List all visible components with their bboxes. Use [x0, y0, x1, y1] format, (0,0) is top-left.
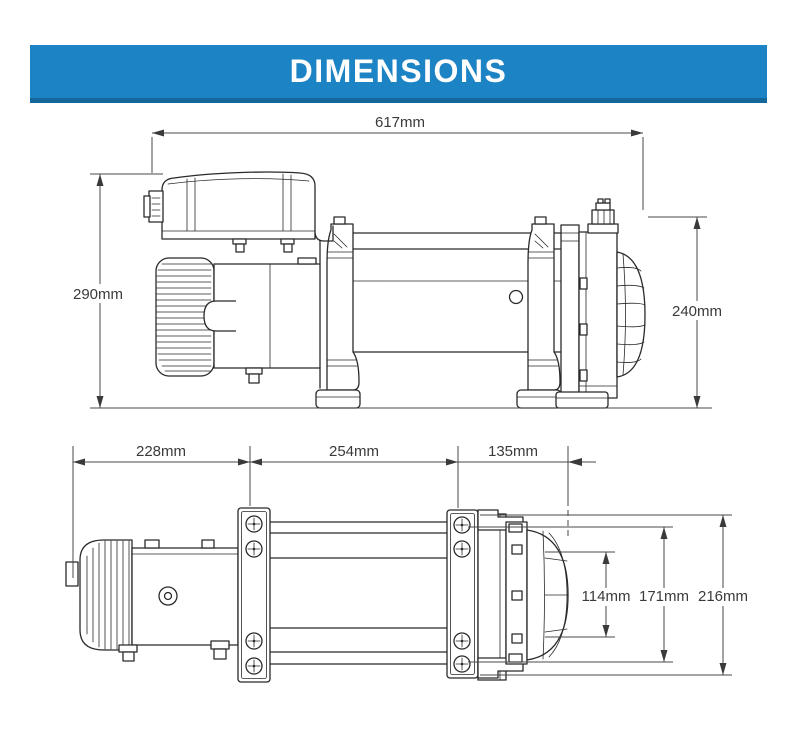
plan-view	[65, 507, 569, 683]
bolt-holes-front	[245, 515, 263, 675]
clutch-knob	[587, 198, 619, 234]
dim-overall-height-label: 290mm	[73, 286, 123, 303]
side-view-dimensions: 617mm 290mm 240mm	[72, 114, 724, 409]
dim-inner-width-label: 114mm	[582, 588, 631, 605]
dim-gearbox-height-label: 240mm	[672, 303, 722, 320]
dim-drum-length-label: 254mm	[329, 443, 379, 460]
tie-bar-rear-side	[516, 216, 562, 409]
dimensions-banner: DIMENSIONS	[30, 45, 767, 103]
motor-cap-screw	[158, 586, 178, 606]
bolt-holes-rear	[453, 516, 471, 673]
side-view	[143, 171, 646, 409]
dim-overall-length-label: 617mm	[375, 114, 425, 131]
dim-motor-length-label: 228mm	[136, 443, 186, 460]
motor-fins-plan	[86, 540, 130, 650]
motor-plan	[65, 539, 239, 662]
motor-fins-side	[155, 263, 212, 372]
tie-bar-front-side	[315, 216, 361, 409]
plan-view-dimensions: 228mm 254mm 135mm 114mm 171mm 216mm	[72, 443, 749, 676]
control-box-connector	[148, 190, 164, 223]
gearbox-side	[555, 198, 646, 409]
arrow-135-right	[568, 458, 582, 466]
control-box-side	[143, 171, 334, 253]
motor-side	[155, 240, 321, 389]
tie-bar-plate-rear-plan	[446, 509, 479, 679]
dim-gearbox-length-label: 135mm	[488, 443, 538, 460]
drum-plan	[267, 521, 471, 665]
dim-overall-width-label: 216mm	[698, 588, 748, 605]
gearbox-dome-side	[616, 251, 646, 378]
motor-notch	[203, 300, 236, 332]
dim-mid-width-label: 171mm	[639, 588, 689, 605]
banner-title: DIMENSIONS	[289, 53, 508, 89]
tie-bar-plate-front-plan	[237, 507, 271, 683]
gearbox-plan	[477, 509, 569, 681]
drum-hole	[508, 289, 524, 305]
rope-anchor-tab	[65, 561, 79, 587]
